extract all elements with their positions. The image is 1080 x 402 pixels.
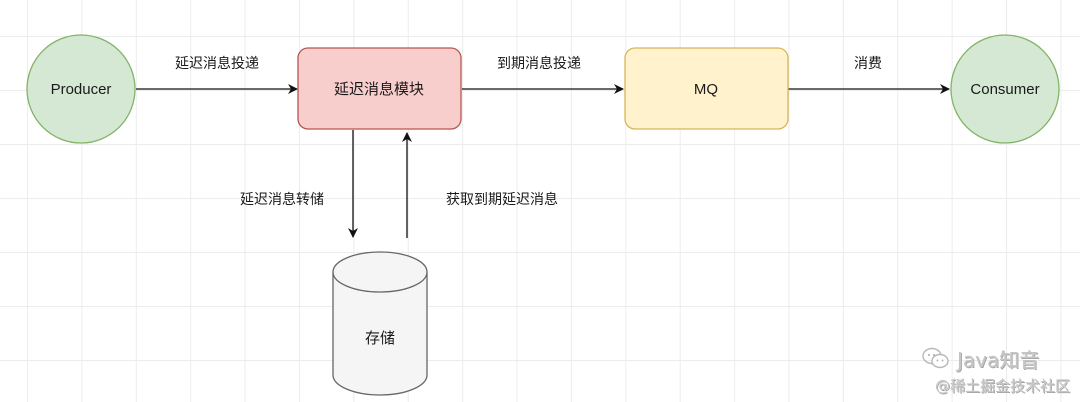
edge-storage-to-module: 获取到期延迟消息 [402, 132, 558, 238]
edge-module-to-storage: 延迟消息转储 [240, 130, 358, 238]
delay-module-box [297, 47, 462, 130]
storage-cylinder-body [332, 272, 428, 396]
node-delay-module[interactable]: 延迟消息模块 [297, 47, 462, 130]
edge-label-producer-to-module: 延迟消息投递 [175, 55, 259, 72]
storage-label: 存储 [365, 329, 395, 347]
node-consumer[interactable]: Consumer [950, 34, 1060, 144]
wechat-icon [922, 347, 949, 368]
mq-label: MQ [694, 81, 718, 98]
edge-producer-to-module: 延迟消息投递 [136, 55, 298, 94]
mq-box [624, 47, 789, 130]
watermark: Java知音 @稀土掘金技术社区 [921, 344, 1070, 396]
edge-label-module-to-storage: 延迟消息转储 [240, 191, 324, 208]
consumer-label: Consumer [970, 81, 1039, 98]
edge-module-to-mq: 到期消息投递 [462, 55, 624, 94]
producer-circle [26, 34, 136, 144]
storage-cylinder-top [332, 251, 428, 293]
node-storage[interactable]: 存储 [332, 251, 428, 396]
consumer-circle [950, 34, 1060, 144]
watermark-brand: Java知音 [956, 348, 1040, 372]
edge-label-module-to-mq: 到期消息投递 [497, 55, 581, 72]
watermark-brand-row: Java知音 [921, 344, 1070, 373]
edge-label-storage-to-module: 获取到期延迟消息 [446, 191, 558, 208]
watermark-source: @稀土掘金技术社区 [934, 377, 1070, 395]
delay-module-label: 延迟消息模块 [334, 80, 424, 98]
producer-label: Producer [51, 81, 112, 98]
node-mq[interactable]: MQ [624, 47, 789, 130]
edge-label-mq-to-consumer: 消费 [854, 56, 882, 72]
node-producer[interactable]: Producer [26, 34, 136, 144]
edge-mq-to-consumer: 消费 [788, 56, 950, 94]
